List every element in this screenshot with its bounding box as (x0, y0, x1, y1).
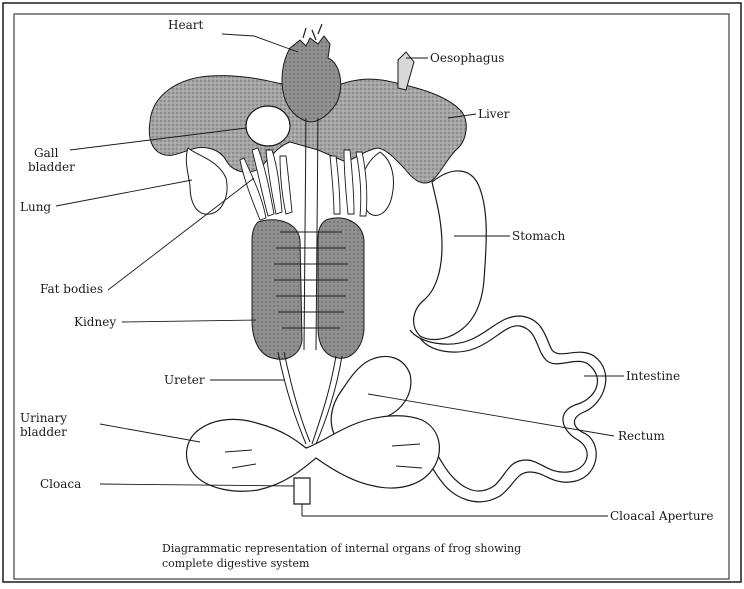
label-urinary-bladder-line1: Urinary (20, 411, 67, 425)
caption-line1: Diagrammatic representation of internal … (162, 541, 722, 556)
caption-line2: complete digestive system (162, 556, 722, 571)
label-stomach: Stomach (512, 229, 565, 243)
fat-bodies (240, 148, 367, 220)
cloaca (294, 478, 310, 504)
label-fat-bodies: Fat bodies (40, 282, 103, 296)
gall-bladder (246, 106, 290, 146)
label-ureter: Ureter (164, 373, 205, 387)
label-cloacal-aperture: Cloacal Aperture (610, 509, 714, 523)
label-kidney: Kidney (74, 315, 116, 329)
kidney-right (318, 218, 364, 358)
label-urinary-bladder-line2: bladder (20, 425, 67, 439)
label-gall-bladder-line1: Gall (34, 146, 58, 160)
label-intestine: Intestine (626, 369, 680, 383)
urinary-bladder (187, 416, 440, 491)
figure-caption: Diagrammatic representation of internal … (162, 541, 722, 571)
label-lung: Lung (20, 200, 51, 214)
label-cloaca: Cloaca (40, 477, 81, 491)
label-oesophagus: Oesophagus (430, 51, 504, 65)
label-liver: Liver (478, 107, 509, 121)
label-rectum: Rectum (618, 429, 665, 443)
heart (282, 36, 341, 122)
lung-left (186, 148, 227, 214)
kidney-left (252, 220, 302, 359)
label-heart: Heart (168, 18, 203, 32)
stomach (414, 171, 487, 340)
label-gall-bladder-line2: bladder (28, 160, 75, 174)
